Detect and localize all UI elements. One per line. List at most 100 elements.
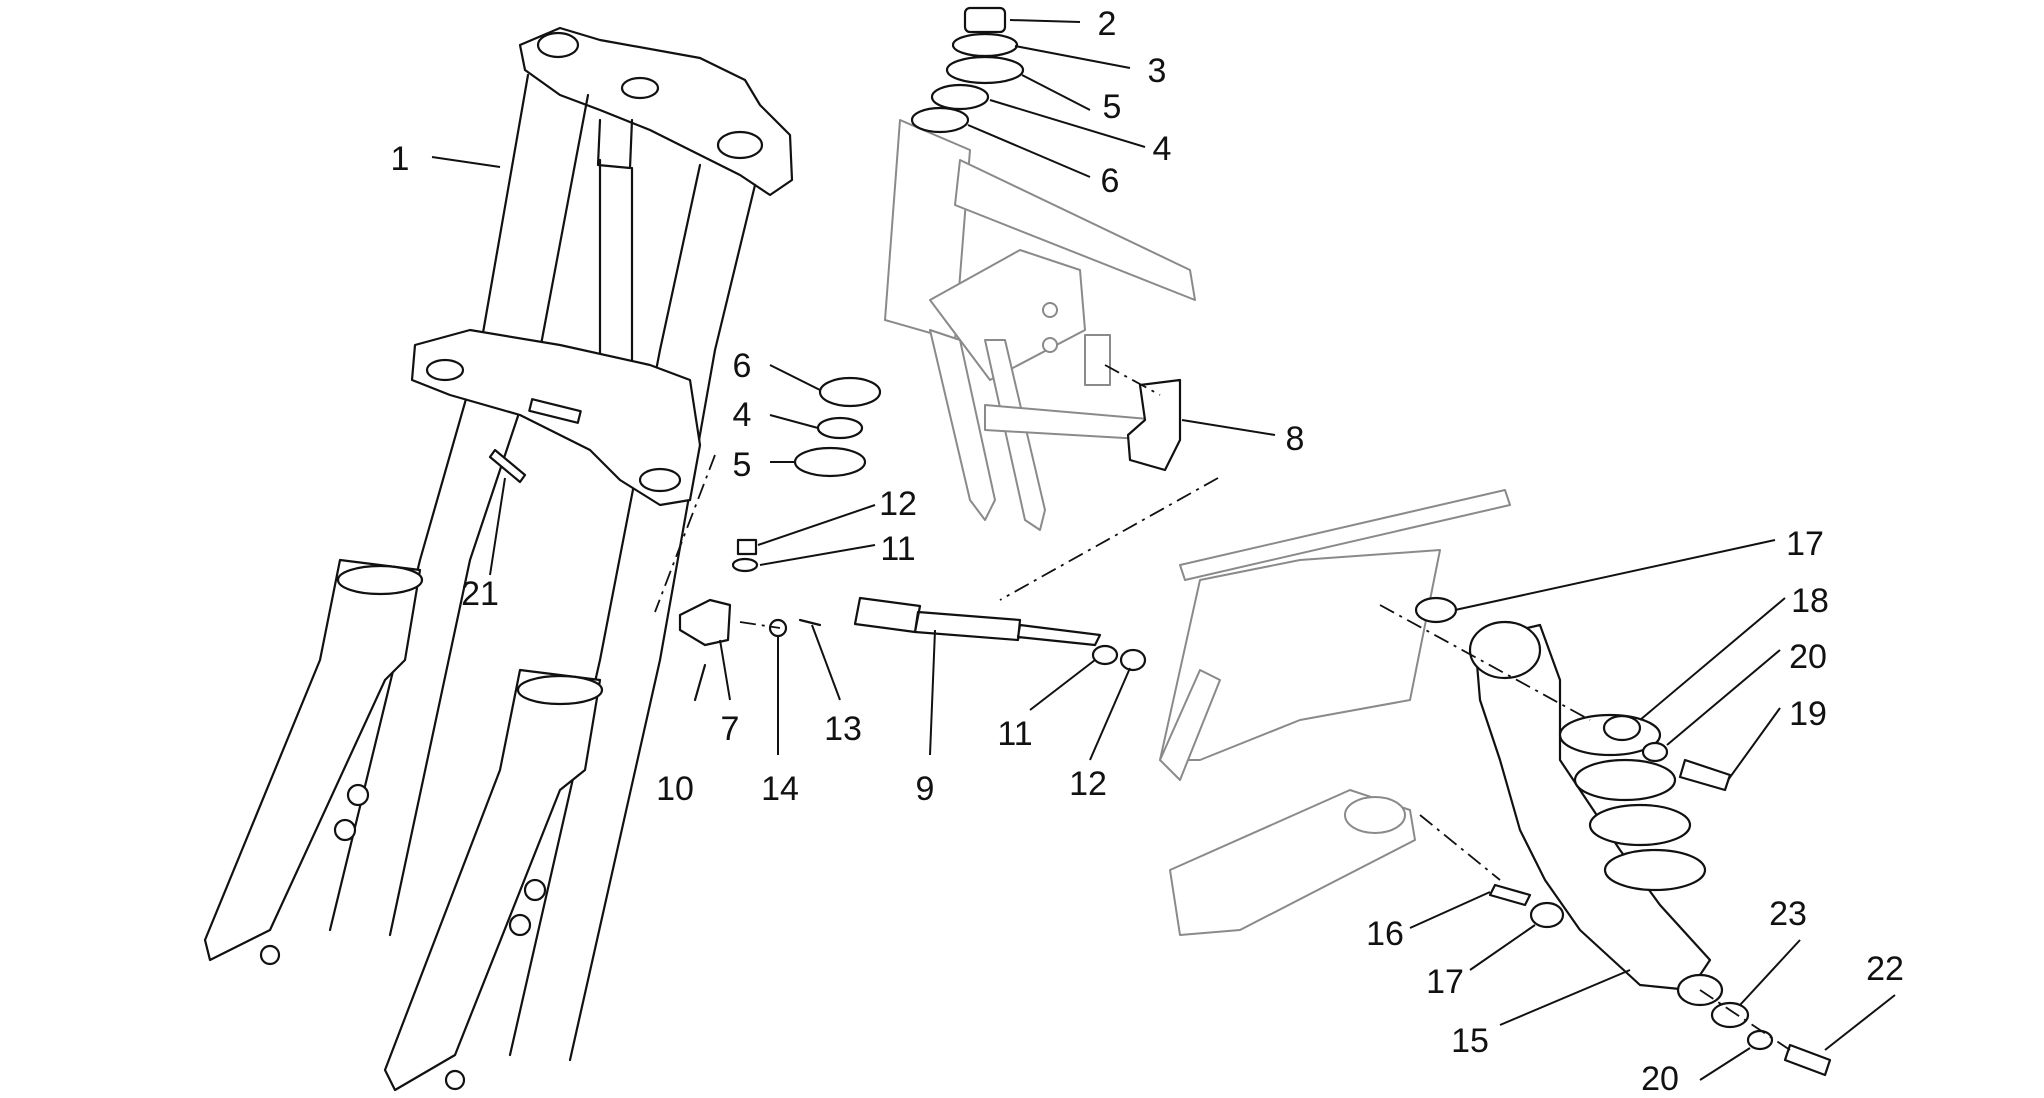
callout-labels: 1 2 3 5 4 6 6 4 5 8 12 11 21 7 10 14 13 … — [391, 5, 1904, 1098]
left-axle-hole — [259, 944, 281, 966]
left-fork-tube — [328, 73, 590, 937]
part-4-race-lower — [816, 416, 864, 440]
callout-11-upper: 11 — [880, 530, 915, 568]
steering-bearing-parts-lower — [793, 376, 882, 478]
callout-22: 22 — [1866, 950, 1904, 988]
caliper-mount-1 — [346, 783, 370, 807]
part-3-washer — [951, 32, 1019, 58]
part-4-race-upper — [930, 83, 990, 111]
callout-8: 8 — [1286, 420, 1305, 458]
callout-13: 13 — [824, 710, 862, 748]
callout-19: 19 — [1789, 695, 1827, 733]
front-fork-assembly — [203, 26, 794, 1092]
centerline-shock-bottom — [1419, 814, 1501, 881]
left-fork-seal — [336, 564, 424, 596]
rear-frame-tube — [1159, 669, 1221, 781]
centerline-shock-bottom-bolt — [1699, 989, 1791, 1051]
callout-5-lower: 5 — [733, 446, 752, 484]
callout-21: 21 — [461, 575, 499, 613]
rear-crossmember — [1179, 489, 1511, 581]
lower-yoke-bolt-left — [425, 358, 465, 382]
steering-bearing-parts-upper — [910, 6, 1025, 134]
shock-spring-coil-3 — [1588, 803, 1692, 847]
callout-11-lower: 11 — [997, 715, 1032, 753]
part-17-washer-top — [1414, 596, 1458, 624]
leader-lines — [431, 19, 1896, 1081]
part-19-bolt — [1678, 758, 1732, 792]
part-2-nut — [963, 6, 1007, 34]
part-5-seal-upper — [945, 55, 1025, 85]
part-12-nut-a — [736, 538, 758, 556]
lower-yoke-bolt-right — [638, 467, 682, 493]
part-11-washer-a — [731, 557, 759, 573]
part-17-washer-bottom — [1529, 901, 1565, 929]
callout-10: 10 — [656, 770, 694, 808]
shock-spring-coil-2 — [1573, 758, 1677, 802]
part-8-bracket — [1126, 378, 1182, 472]
part-20-washer-b — [1746, 1029, 1774, 1051]
callout-12-upper: 12 — [879, 485, 917, 523]
callout-18: 18 — [1791, 582, 1829, 620]
rear-frame-plate — [1159, 549, 1441, 761]
right-fork-slider — [383, 668, 602, 1092]
caliper-mount-2 — [333, 818, 357, 842]
part-7-damper-bracket — [678, 598, 732, 647]
swingarm-pivot — [1344, 796, 1406, 834]
frame-hole-1 — [1042, 302, 1058, 318]
centerline-shock-top — [1379, 604, 1591, 721]
right-axle-hole — [444, 1069, 466, 1091]
callout-2: 2 — [1098, 5, 1117, 43]
part-20-washer-a — [1641, 741, 1669, 763]
left-fork-slider — [203, 558, 422, 962]
frame-main-tube — [954, 159, 1196, 301]
callout-20-upper: 20 — [1789, 638, 1827, 676]
right-fork-tube — [508, 163, 757, 1062]
callout-6-lower: 6 — [733, 347, 752, 385]
part-23-washer — [1710, 1001, 1750, 1029]
rear-frame-ghost — [1159, 489, 1511, 936]
callout-4-upper: 4 — [1153, 130, 1172, 168]
callout-16: 16 — [1366, 915, 1404, 953]
part-13-screw — [798, 618, 822, 627]
shock-top-eye — [1468, 620, 1542, 680]
right-fork-seal — [516, 674, 604, 706]
callout-20-lower: 20 — [1641, 1060, 1679, 1098]
assembly-center-lines — [654, 364, 1791, 1051]
frame-down-tube — [929, 329, 1046, 531]
frame-hole-2 — [1042, 337, 1058, 353]
part-6-bearing-lower — [818, 376, 882, 408]
centerline-damper-bolt — [739, 621, 781, 629]
callout-3: 3 — [1148, 52, 1167, 90]
centerline-damper-frame — [999, 477, 1219, 601]
callout-14: 14 — [761, 770, 799, 808]
caliper-mount-4 — [508, 913, 532, 937]
frame-headstock-ghost — [884, 119, 1196, 531]
part-18-washer — [1602, 714, 1642, 742]
frame-bracket-ghost — [1084, 334, 1111, 386]
centerline-damper-fork — [654, 454, 716, 613]
callout-4-lower: 4 — [733, 396, 752, 434]
callout-7: 7 — [721, 710, 740, 748]
callout-17-upper: 17 — [1786, 525, 1824, 563]
centerline-bracket — [1104, 364, 1161, 396]
part-22-bolt — [1783, 1043, 1832, 1077]
part-11-washer-b — [1091, 644, 1119, 666]
part-12-nut-b — [1119, 648, 1147, 672]
top-yoke-bolt-right — [716, 130, 764, 160]
part-5-seal-lower — [793, 446, 867, 478]
top-yoke-center-nut — [620, 76, 660, 100]
part-15-shock-absorber — [1473, 623, 1712, 992]
callout-23: 23 — [1769, 895, 1807, 933]
top-yoke-bolt-left — [536, 31, 580, 59]
callout-9: 9 — [916, 770, 935, 808]
callout-6-upper: 6 — [1101, 162, 1120, 200]
shock-spring-coil-4 — [1603, 848, 1707, 892]
steering-damper-group — [678, 538, 1147, 702]
part-9-steering-damper — [853, 596, 1102, 647]
callout-12-lower: 12 — [1069, 765, 1107, 803]
callout-17-lower: 17 — [1426, 963, 1464, 1001]
pin-21 — [488, 448, 527, 484]
part-16-bolt — [1488, 883, 1532, 907]
